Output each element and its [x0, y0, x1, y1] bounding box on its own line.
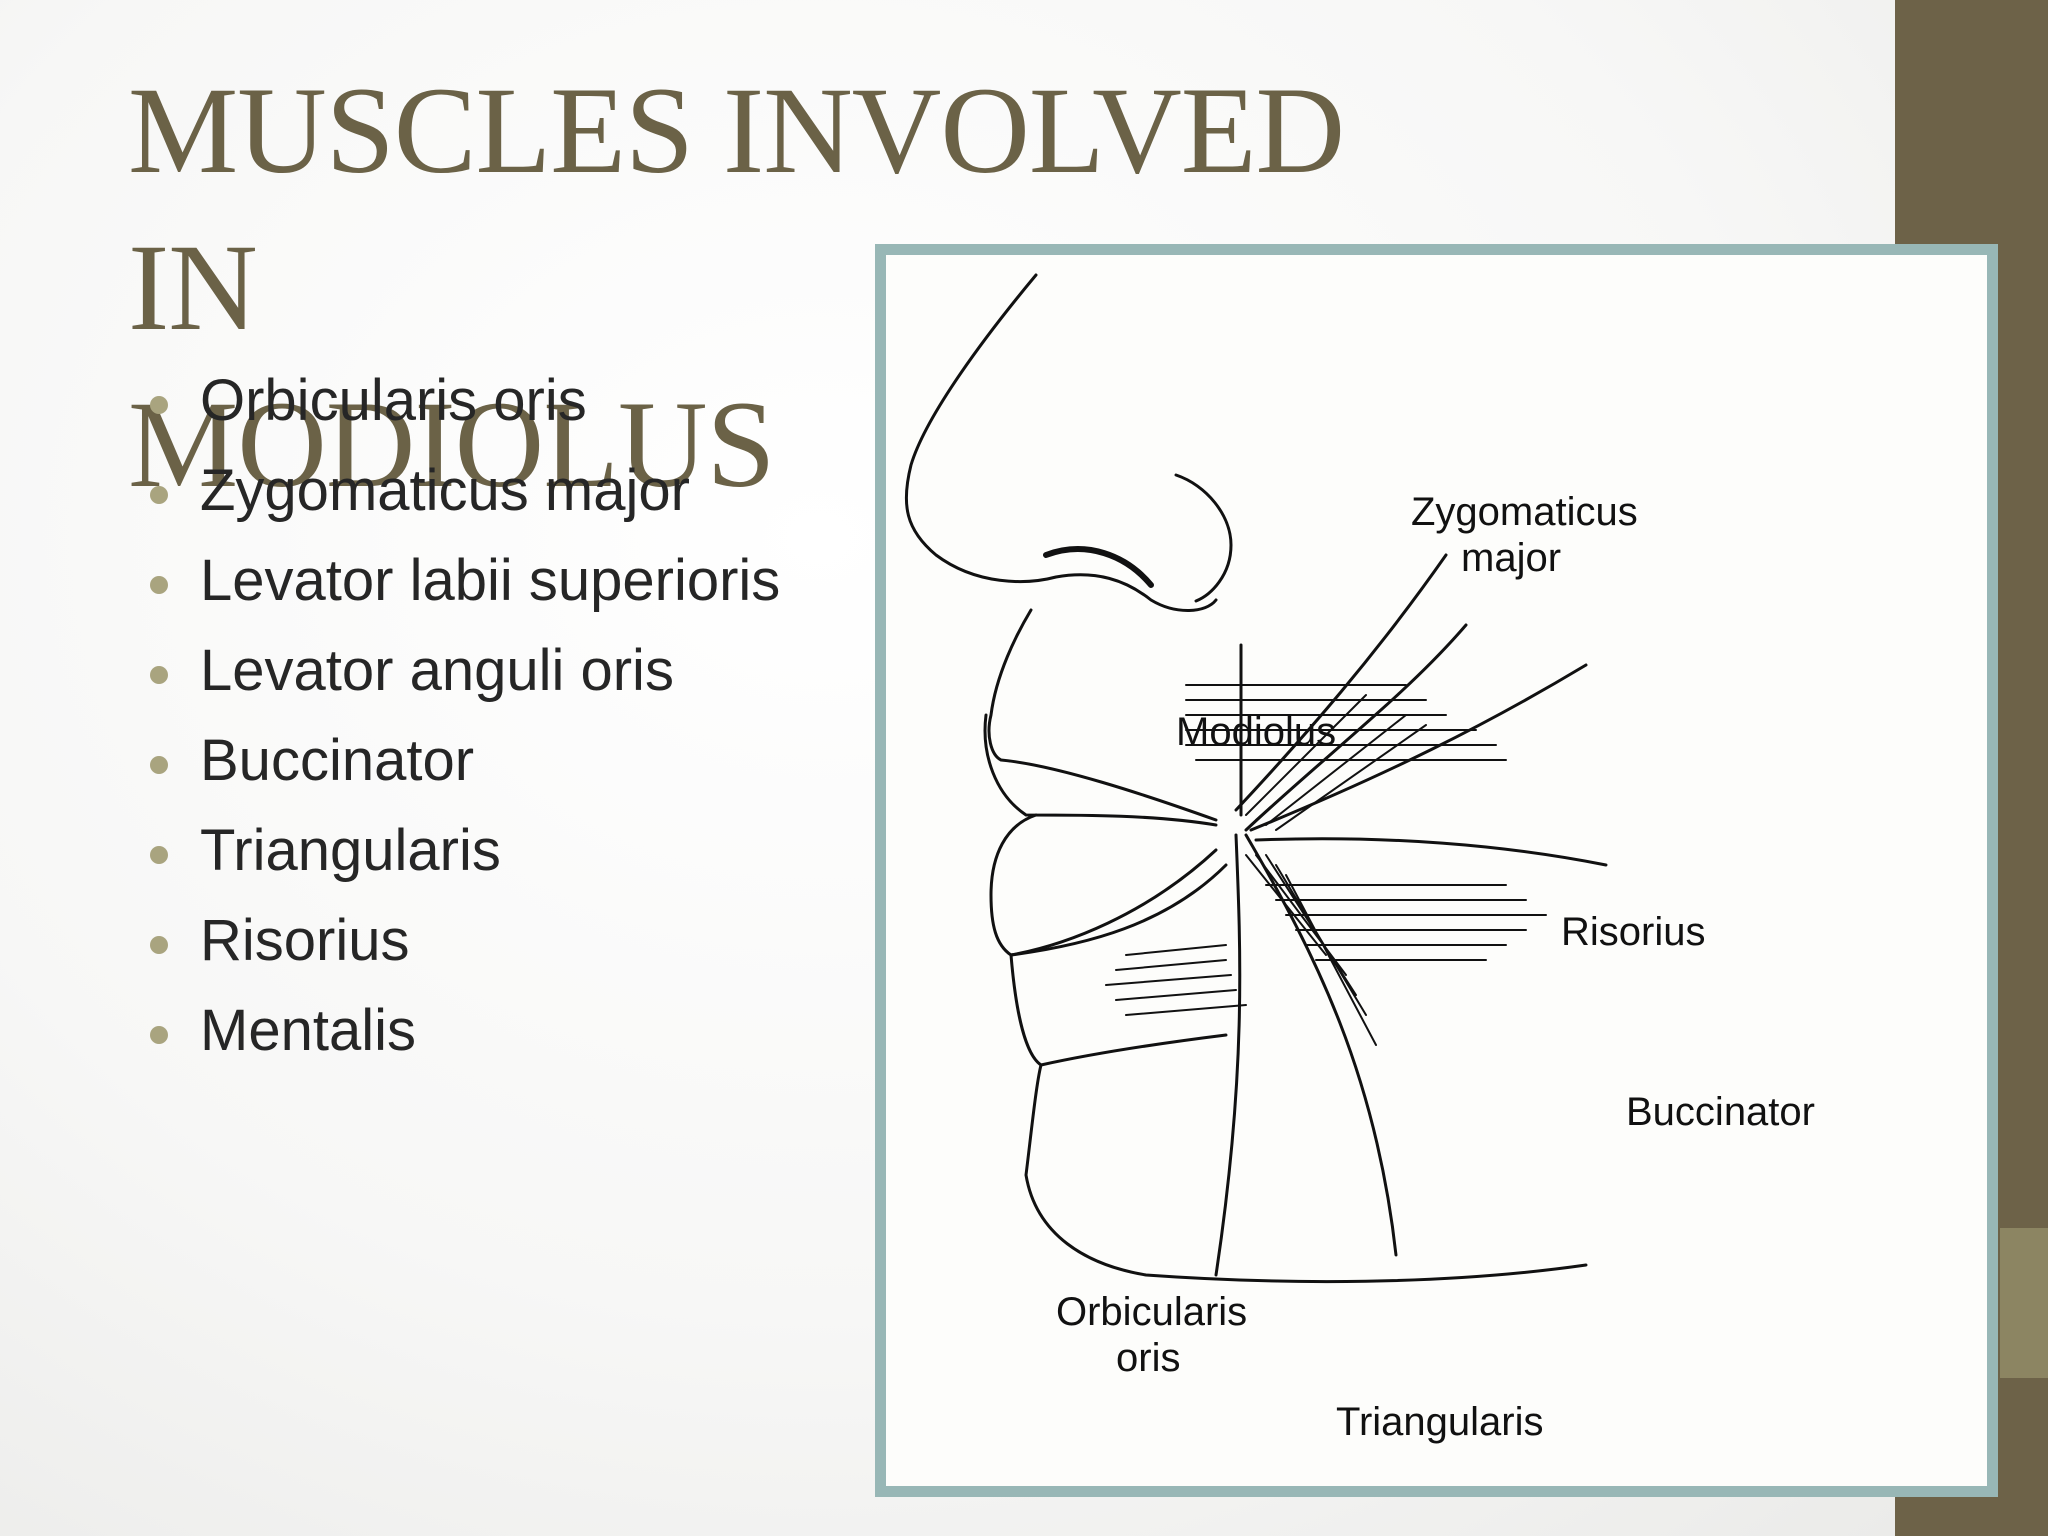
list-item-text: Mentalis	[200, 998, 416, 1063]
label-zygomaticus-1: Zygomaticus	[1411, 490, 1638, 534]
label-buccinator: Buccinator	[1626, 1090, 1815, 1134]
title-line-1: MUSCLES INVOLVED IN	[128, 62, 1345, 356]
bullet-icon	[150, 576, 168, 594]
side-decor-accent	[2000, 1228, 2048, 1378]
lower-lip-outline	[989, 813, 1228, 957]
upper-lip-outline	[987, 608, 1218, 822]
chin-outline	[1009, 953, 1588, 1284]
bullet-icon	[150, 666, 168, 684]
list-item-text: Zygomaticus major	[200, 458, 690, 523]
muscle-list: Orbicularis oris Zygomaticus major Levat…	[150, 356, 780, 1076]
zygomaticus-line-1	[1234, 553, 1448, 812]
anatomy-figure: Zygomaticus major Modiolus Risorius Bucc…	[875, 244, 1998, 1497]
bullet-icon	[150, 486, 168, 504]
bullet-icon	[150, 756, 168, 774]
label-triangularis: Triangularis	[1336, 1400, 1543, 1444]
list-item-text: Levator anguli oris	[200, 638, 674, 703]
label-risorius: Risorius	[1561, 910, 1705, 954]
risorius-line	[1249, 663, 1588, 832]
list-item-text: Orbicularis oris	[200, 368, 587, 433]
triangularis-outline-2	[1244, 833, 1398, 1257]
list-item-text: Buccinator	[200, 728, 475, 793]
chin-crease	[1039, 1033, 1228, 1067]
label-orbicularis-1: Orbicularis	[1056, 1290, 1247, 1334]
list-item: Levator anguli oris	[150, 626, 780, 716]
bullet-icon	[150, 1026, 168, 1044]
anatomy-drawing: Zygomaticus major Modiolus Risorius Bucc…	[904, 273, 1815, 1444]
list-item: Triangularis	[150, 806, 780, 896]
lower-lip-line	[1009, 848, 1218, 957]
list-item: Mentalis	[150, 986, 780, 1076]
bullet-icon	[150, 936, 168, 954]
label-modiolus: Modiolus	[1176, 710, 1336, 754]
buccinator-line	[1254, 837, 1608, 867]
nostril-edge	[1043, 546, 1154, 588]
list-item: Risorius	[150, 896, 780, 986]
list-item-text: Triangularis	[200, 818, 501, 883]
list-item-text: Risorius	[200, 908, 410, 973]
bullet-icon	[150, 396, 168, 414]
list-item-text: Levator labii superioris	[200, 548, 781, 613]
triangularis-outline	[1214, 833, 1242, 1277]
list-item: Levator labii superioris	[150, 536, 780, 626]
list-item: Orbicularis oris	[150, 356, 780, 446]
label-zygomaticus-2: major	[1461, 536, 1561, 580]
list-item: Zygomaticus major	[150, 446, 780, 536]
nose-outline	[904, 273, 1218, 612]
bullet-icon	[150, 846, 168, 864]
nostril-outline	[1174, 473, 1233, 603]
list-item: Buccinator	[150, 716, 780, 806]
label-orbicularis-2: oris	[1116, 1336, 1180, 1380]
slide-title: MUSCLES INVOLVED IN MODIOLUS	[128, 52, 1428, 523]
title-line-2: MODIOLUS	[128, 376, 775, 513]
